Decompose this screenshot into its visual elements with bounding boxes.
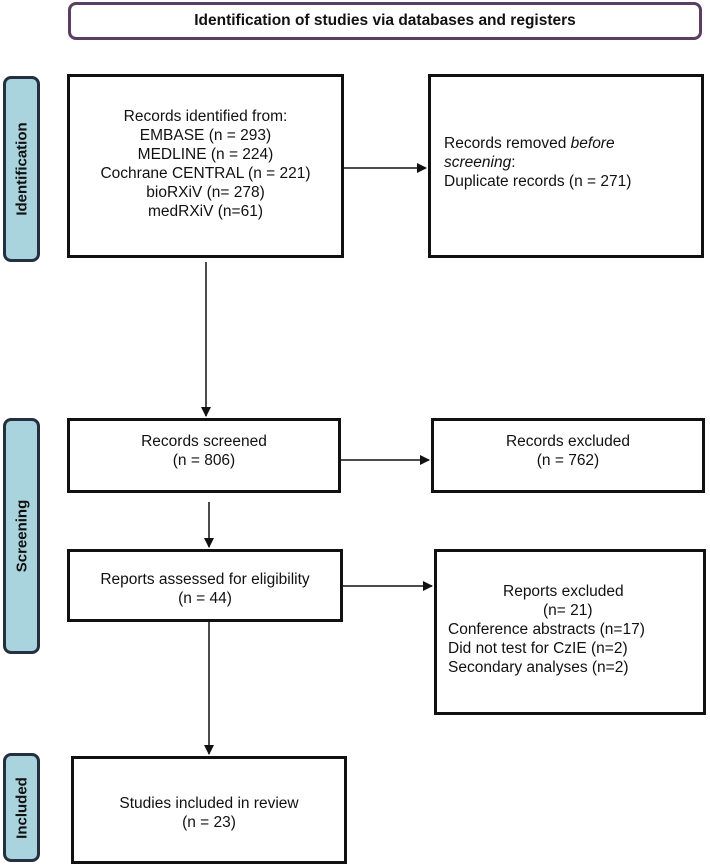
included-count: (n = 23) — [182, 814, 236, 831]
assessed-count: (n = 44) — [178, 590, 232, 607]
included-title: Studies included in review — [119, 795, 299, 812]
records-removed-box: Records removed before screening: Duplic… — [428, 74, 704, 258]
assessed-title: Reports assessed for eligibility — [100, 571, 310, 588]
identified-line: medRXiV (n=61) — [147, 203, 263, 220]
screened-count: (n = 806) — [172, 452, 236, 469]
reports-assessed-box: Reports assessed for eligibility (n = 44… — [67, 549, 343, 622]
excluded-count: (n = 762) — [536, 452, 600, 469]
identified-line: Cochrane CENTRAL (n = 221) — [100, 165, 311, 182]
removed-heading: Records removed before — [444, 135, 615, 152]
phase-identification: Identification — [3, 76, 40, 262]
reports-excluded-count: (n= 21) — [543, 602, 593, 619]
excluded-title: Records excluded — [505, 433, 631, 450]
removed-heading-cont: screening: — [444, 154, 516, 171]
records-identified-box: Records identified from: EMBASE (n = 293… — [67, 74, 344, 258]
identified-line: Records identified from: — [123, 108, 288, 125]
exclusion-reason: Secondary analyses (n=2) — [448, 659, 629, 676]
identified-line: MEDLINE (n = 224) — [137, 146, 274, 163]
exclusion-reason: Did not test for CzIE (n=2) — [448, 640, 628, 657]
reports-excluded-title: Reports excluded — [503, 583, 624, 600]
header-title: Identification of studies via databases … — [194, 12, 576, 29]
removed-detail: Duplicate records (n = 271) — [444, 173, 632, 190]
diagram-header: Identification of studies via databases … — [68, 2, 702, 40]
records-screened-box: Records screened (n = 806) — [67, 418, 341, 493]
screened-title: Records screened — [141, 433, 267, 450]
phase-screening: Screening — [3, 418, 40, 654]
exclusion-reason: Conference abstracts (n=17) — [448, 621, 645, 638]
reports-excluded-box: Reports excluded (n= 21) Conference abst… — [434, 549, 706, 715]
phase-included: Included — [3, 753, 40, 862]
records-excluded-box: Records excluded (n = 762) — [431, 418, 705, 493]
studies-included-box: Studies included in review (n = 23) — [71, 756, 347, 864]
identified-line: bioRXiV (n= 278) — [146, 184, 265, 201]
identified-line: EMBASE (n = 293) — [139, 127, 272, 144]
